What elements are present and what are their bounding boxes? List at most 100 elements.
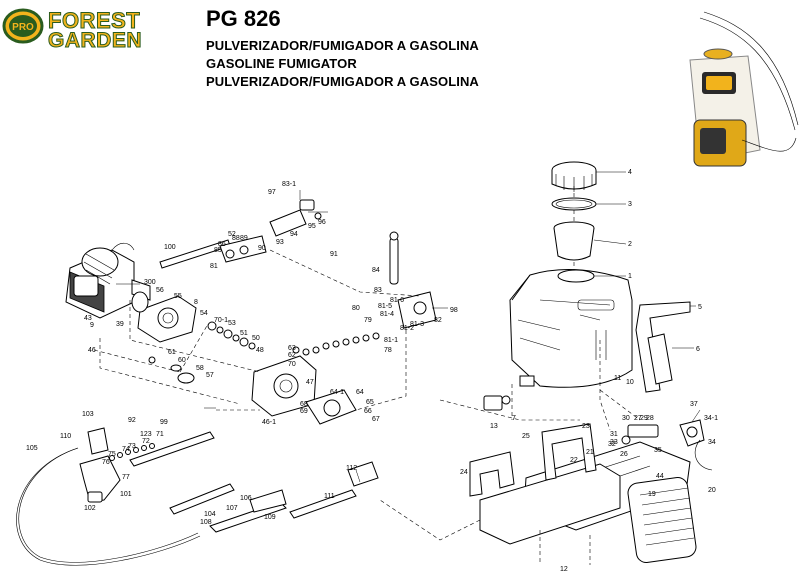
- callout-6: 6: [696, 346, 700, 353]
- callout-90: 90: [258, 245, 266, 252]
- callout-26: 26: [620, 451, 628, 458]
- model-title: PG 826: [206, 6, 281, 31]
- callout-5: 5: [698, 304, 702, 311]
- callout-88: 88: [232, 235, 240, 242]
- callout-81-6: 81-6: [390, 297, 404, 304]
- callout-61: 61: [168, 349, 176, 356]
- badge-text: PRO: [12, 22, 34, 33]
- callout-60: 60: [178, 357, 186, 364]
- callout-2: 2: [628, 241, 632, 248]
- callout-111: 111: [324, 493, 335, 500]
- callout-104: 104: [204, 511, 216, 518]
- callout-89: 89: [240, 235, 248, 242]
- callout-58: 58: [196, 365, 204, 372]
- callout-34-1: 34-1: [704, 415, 718, 422]
- callout-21: 21: [586, 449, 594, 456]
- callout-48: 48: [256, 347, 264, 354]
- assembly-lines: [93, 186, 641, 565]
- callout-67: 67: [372, 416, 380, 423]
- callout-80: 80: [352, 305, 360, 312]
- callout-35: 35: [654, 447, 662, 454]
- callout-44: 44: [656, 473, 664, 480]
- callout-74: 74: [122, 446, 130, 453]
- callout-81-2: 81-2: [400, 325, 414, 332]
- brand-logo: PRO FOREST GARDEN: [2, 4, 170, 52]
- pro-badge-icon: PRO: [2, 8, 44, 44]
- callout-300: 300: [144, 279, 156, 286]
- callout-46: 46: [88, 347, 96, 354]
- callout-83: 83: [374, 287, 382, 294]
- product-photo: [689, 11, 799, 167]
- callout-107: 107: [226, 505, 238, 512]
- brand-line-1: FOREST: [47, 8, 141, 33]
- callout-52: 52: [228, 231, 236, 238]
- engine-assembly: [65, 199, 437, 343]
- callout-102: 102: [84, 505, 96, 512]
- callout-53: 53: [228, 320, 236, 327]
- callout-81: 81: [210, 263, 218, 270]
- callout-47: 47: [306, 379, 314, 386]
- callout-96: 96: [318, 219, 326, 226]
- callout-72: 72: [142, 438, 150, 445]
- callout-73: 73: [128, 443, 136, 450]
- callout-70: 70: [288, 361, 296, 368]
- callout-7: 7: [512, 415, 516, 422]
- callout-86: 86: [218, 241, 226, 248]
- callout-3: 3: [628, 201, 632, 208]
- pump-assembly: [148, 321, 380, 425]
- callout-9: 9: [90, 322, 94, 329]
- callout-10: 10: [626, 379, 634, 386]
- callout-55: 55: [174, 293, 182, 300]
- callout-64: 64: [356, 389, 364, 396]
- callout-65: 65: [366, 399, 374, 406]
- callout-100: 100: [164, 244, 176, 251]
- callout-66: 66: [364, 408, 372, 415]
- callout-92: 92: [128, 417, 136, 424]
- callout-75: 75: [108, 451, 116, 458]
- callout-4: 4: [628, 169, 632, 176]
- callout-63: 63: [288, 345, 296, 352]
- callout-76: 76: [102, 459, 110, 466]
- callout-27: 27: [634, 415, 642, 422]
- callout-123: 123: [140, 431, 152, 438]
- callout-22: 22: [570, 457, 578, 464]
- subtitle-spanish: PULVERIZADOR/FUMIGADOR A GASOLINA: [206, 38, 479, 53]
- callout-78: 78: [384, 347, 392, 354]
- callout-30: 30: [622, 415, 630, 422]
- callout-56: 56: [156, 287, 164, 294]
- callout-51: 51: [240, 330, 248, 337]
- subtitle-english: GASOLINE FUMIGATOR: [206, 56, 357, 71]
- callout-69: 69: [300, 408, 308, 415]
- callout-77: 77: [122, 474, 130, 481]
- callout-70-1: 70-1: [214, 317, 228, 324]
- callout-12: 12: [560, 566, 568, 573]
- callout-64-1: 64-1: [330, 389, 344, 396]
- callout-19: 19: [648, 491, 656, 498]
- callout-81-1: 81-1: [384, 337, 398, 344]
- callout-8: 8: [194, 299, 198, 306]
- callout-32: 32: [608, 441, 616, 448]
- callout-34: 34: [708, 439, 716, 446]
- callout-11: 11: [614, 375, 621, 382]
- callout-46-1: 46-1: [262, 419, 276, 426]
- callout-81-5: 81-5: [378, 303, 392, 310]
- callout-28: 28: [646, 415, 654, 422]
- callout-43: 43: [84, 315, 92, 322]
- callout-109: 109: [264, 514, 276, 521]
- callout-37: 37: [690, 401, 698, 408]
- callout-33: 33: [610, 439, 618, 446]
- callout-108: 108: [200, 519, 212, 526]
- callout-25: 25: [522, 433, 530, 440]
- callout-62: 62: [288, 352, 296, 359]
- callout-91: 91: [330, 251, 338, 258]
- brand-line-2: GARDEN: [47, 29, 143, 52]
- callout-13: 13: [490, 423, 498, 430]
- callout-106: 106: [240, 495, 252, 502]
- callout-82: 82: [434, 317, 442, 324]
- leader-lines: [116, 171, 701, 483]
- callout-54: 54: [200, 310, 208, 317]
- callout-110: 110: [60, 433, 71, 440]
- callout-81-3: 81-3: [410, 321, 424, 328]
